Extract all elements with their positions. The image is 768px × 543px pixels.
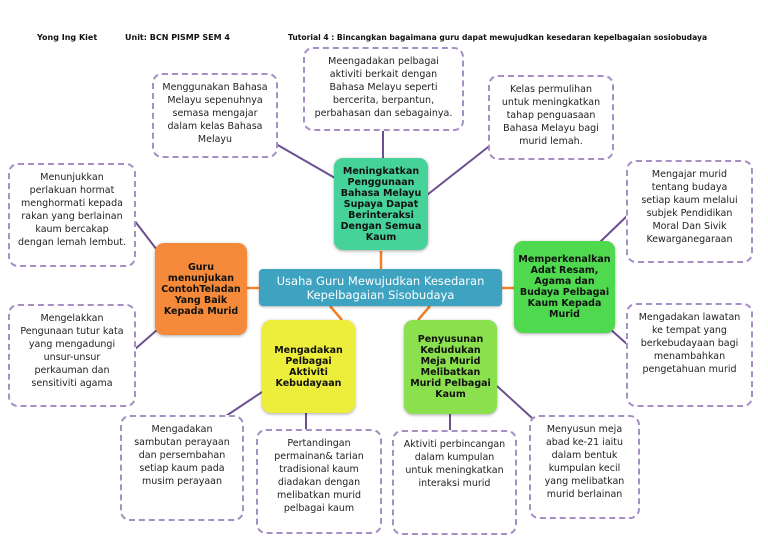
connector-bottom-4-box	[496, 385, 533, 419]
node-kedudukan-meja: Penyusunan Kedudukan Meja Murid Melibatk…	[404, 320, 497, 414]
box-top-left: Menggunakan Bahasa Melayu sepenuhnya sem…	[152, 73, 278, 158]
connector-top-right-box	[426, 143, 493, 196]
box-top-right: Kelas permulihan untuk meningkatkan taha…	[488, 75, 614, 160]
tutorial-question: Tutorial 4 : Bincangkan bagaimana guru d…	[288, 33, 708, 42]
box-right-bottom: Mengadakan lawatan ke tempat yang berkeb…	[626, 303, 753, 407]
box-bottom-4: Menyusun meja abad ke-21 iaitu dalam ben…	[529, 415, 640, 519]
box-right-top: Mengajar murid tentang budaya setiap kau…	[626, 160, 753, 263]
box-right-top-text: Mengajar murid tentang budaya setiap kau…	[641, 169, 738, 245]
box-bottom-1-text: Mengadakan sambutan perayaan dan persemb…	[134, 424, 230, 487]
box-top-right-text: Kelas permulihan untuk meningkatkan taha…	[501, 84, 601, 147]
author-name: Yong Ing Kiet	[37, 33, 98, 42]
box-bottom-3-text: Aktiviti perbincangan dalam kumpulan unt…	[403, 439, 506, 489]
connector-left-top-box	[133, 219, 158, 251]
connector-center-bottom-right	[417, 305, 431, 321]
connector-center-bottom-left	[329, 305, 343, 321]
connector-bottom-1-box	[222, 391, 263, 419]
box-right-bottom-text: Mengadakan lawatan ke tempat yang berkeb…	[638, 312, 741, 375]
connector-left-bottom-box	[133, 329, 158, 351]
box-left-bottom-text: Mengelakkan Pengunaan tutur kata yang me…	[20, 313, 124, 389]
box-bottom-1: Mengadakan sambutan perayaan dan persemb…	[120, 415, 244, 521]
connector-right-top-box	[599, 214, 629, 243]
box-top-left-text: Menggunakan Bahasa Melayu sepenuhnya sem…	[162, 82, 268, 145]
node-aktiviti-kebudayaan: Mengadakan Pelbagai Aktiviti Kebudayaan	[262, 320, 355, 413]
connector-top-left-box	[268, 139, 336, 179]
box-left-bottom: Mengelakkan Pengunaan tutur kata yang me…	[8, 304, 136, 407]
box-bottom-2: Pertandingan permainan& tarian tradision…	[256, 429, 382, 534]
box-top-mid-text: Meengadakan pelbagai aktiviti berkait de…	[314, 56, 453, 119]
box-bottom-4-text: Menyusun meja abad ke-21 iaitu dalam ben…	[544, 424, 625, 500]
box-top-mid: Meengadakan pelbagai aktiviti berkait de…	[303, 47, 464, 131]
box-left-top: Menunjukkan perlakuan hormat menghormati…	[8, 163, 136, 267]
unit-label: Unit: BCN PISMP SEM 4	[125, 33, 230, 42]
box-bottom-2-text: Pertandingan permainan& tarian tradision…	[274, 438, 364, 514]
node-adat-resam: Memperkenalkan Adat Resam, Agama dan Bud…	[514, 241, 615, 333]
box-bottom-3: Aktiviti perbincangan dalam kumpulan unt…	[392, 430, 517, 535]
node-bahasa-melayu: Meningkatkan Penggunaan Bahasa Melayu Su…	[334, 158, 428, 250]
node-contoh-teladan: Guru menunjukan ContohTeladan Yang Baik …	[155, 243, 247, 335]
center-topic: Usaha Guru Mewujudkan Kesedaran Kepelbag…	[259, 269, 502, 306]
box-left-top-text: Menunjukkan perlakuan hormat menghormati…	[18, 172, 126, 248]
